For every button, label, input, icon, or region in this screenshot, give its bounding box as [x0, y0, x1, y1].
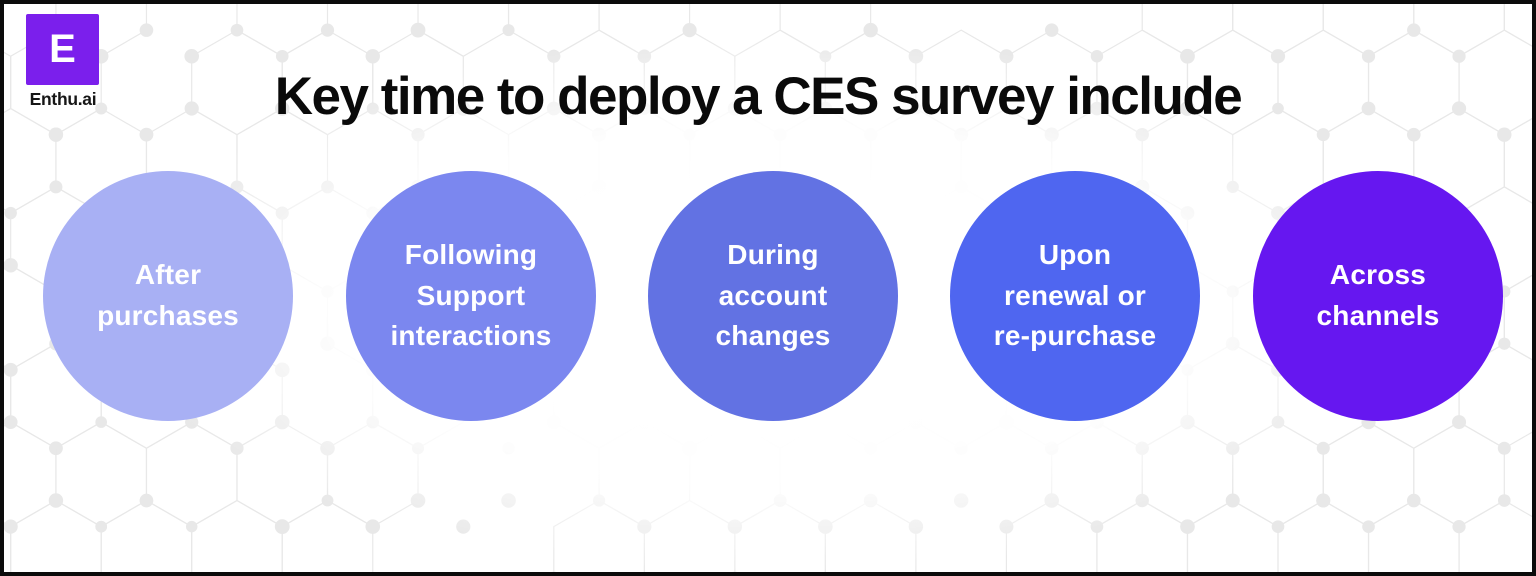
enthu-logo-icon: E: [26, 14, 99, 85]
circle-label: Upon renewal or re-purchase: [993, 239, 1157, 352]
circle-label: Following Support interactions: [390, 239, 552, 352]
circle-label: After purchases: [97, 259, 239, 331]
circle-after-purchases: After purchases: [43, 171, 293, 421]
circle-across-channels: Across channels: [1253, 171, 1503, 421]
circle-during-account-changes: During account changes: [648, 171, 898, 421]
circle-following-support-interactions: Following Support interactions: [346, 171, 596, 421]
circle-upon-renewal-or-repurchase: Upon renewal or re-purchase: [950, 171, 1200, 421]
brand-name: Enthu.ai: [29, 89, 97, 109]
circle-label: During account changes: [715, 239, 831, 352]
circle-label: Across channels: [1316, 259, 1440, 331]
page-title: Key time to deploy a CES survey include: [274, 67, 1243, 126]
brand-logo-block: E Enthu.ai: [26, 14, 100, 110]
